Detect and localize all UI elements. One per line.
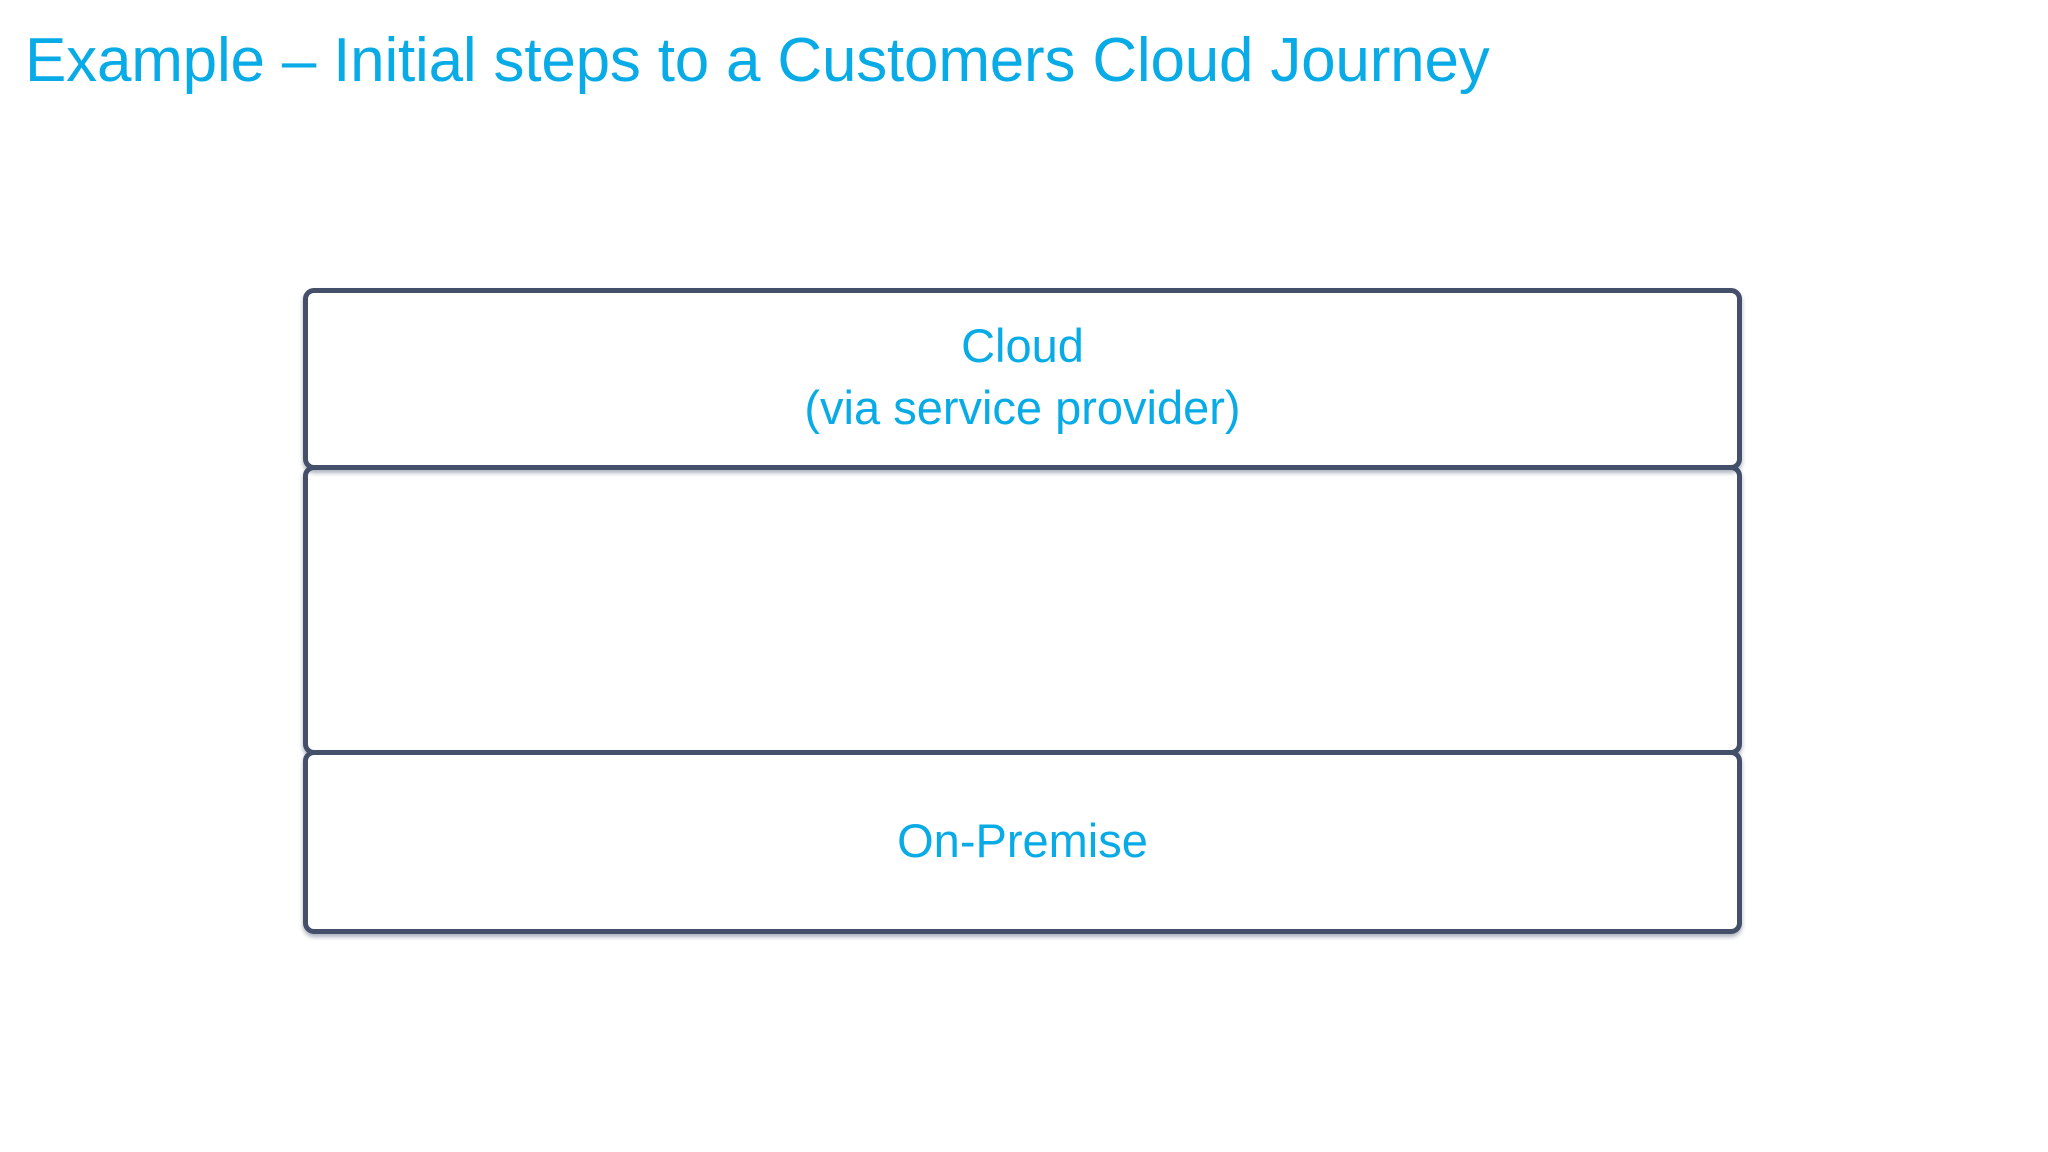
layer-box-cloud[interactable]: Cloud (via service provider) [303,288,1742,470]
layer-box-on-premise[interactable]: On-Premise [303,750,1742,934]
layer-box-middle[interactable] [303,465,1742,755]
page-title: Example – Initial steps to a Customers C… [25,26,1490,95]
layer-box-cloud-label: Cloud (via service provider) [804,319,1241,434]
layer-box-on-premise-label: On-Premise [897,814,1148,867]
cloud-journey-layer-stack: Cloud (via service provider) On-Premise [303,288,1742,934]
